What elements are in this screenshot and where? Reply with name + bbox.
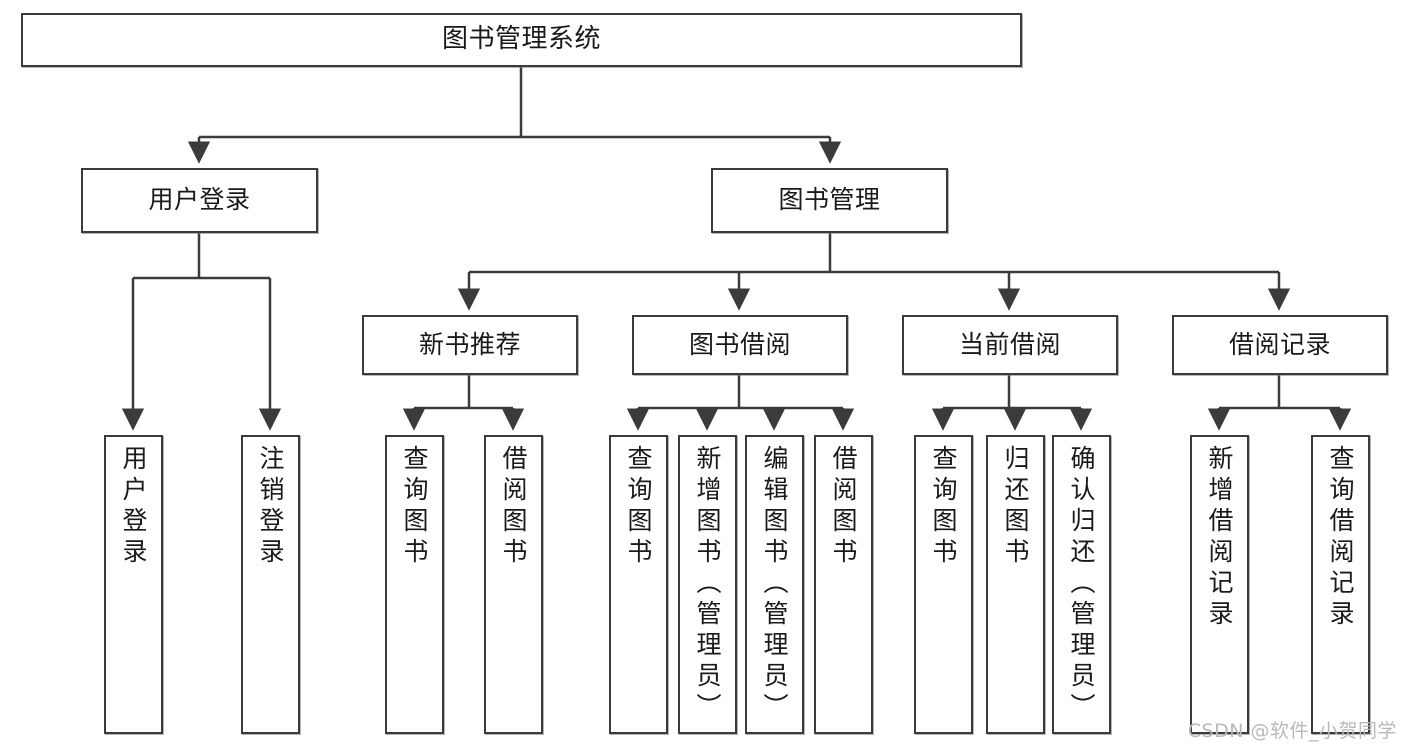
node-leaf-confirm-return-label: 确认归还（管理员） — [1067, 445, 1096, 724]
node-leaf-query-record[interactable]: 查询借阅记录 — [1311, 435, 1370, 734]
node-book-manage-label: 图书管理 — [778, 185, 881, 215]
node-leaf-query-book-2-label: 查询图书 — [624, 445, 653, 569]
node-current-borrow[interactable]: 当前借阅 — [902, 315, 1118, 375]
node-leaf-logout-label: 注销登录 — [256, 445, 285, 569]
node-new-book-rec[interactable]: 新书推荐 — [362, 315, 578, 375]
node-leaf-query-book-1-label: 查询图书 — [400, 445, 429, 569]
csdn-watermark: CSDN @软件_小贺同学 — [1187, 720, 1397, 742]
node-leaf-return-book[interactable]: 归还图书 — [986, 435, 1045, 734]
node-borrow-record-label: 借阅记录 — [1228, 329, 1331, 359]
node-leaf-query-record-label: 查询借阅记录 — [1326, 445, 1355, 631]
node-leaf-add-book[interactable]: 新增图书（管理员） — [678, 435, 737, 734]
node-leaf-borrow-book-2-label: 借阅图书 — [829, 445, 858, 569]
node-user-login-label: 用户登录 — [148, 185, 251, 215]
node-book-manage[interactable]: 图书管理 — [711, 168, 948, 233]
node-leaf-edit-book-label: 编辑图书（管理员） — [760, 445, 789, 724]
node-borrow-record[interactable]: 借阅记录 — [1172, 315, 1388, 375]
node-leaf-query-book-1[interactable]: 查询图书 — [385, 435, 444, 734]
node-leaf-user-login[interactable]: 用户登录 — [104, 435, 163, 734]
node-leaf-user-login-label: 用户登录 — [119, 445, 148, 569]
node-leaf-query-book-3-label: 查询图书 — [929, 445, 958, 569]
node-leaf-borrow-book-2[interactable]: 借阅图书 — [814, 435, 873, 734]
node-leaf-add-record-label: 新增借阅记录 — [1205, 445, 1234, 631]
node-leaf-edit-book[interactable]: 编辑图书（管理员） — [745, 435, 804, 734]
node-new-book-rec-label: 新书推荐 — [418, 329, 521, 359]
node-leaf-query-book-3[interactable]: 查询图书 — [914, 435, 973, 734]
node-root[interactable]: 图书管理系统 — [21, 13, 1022, 67]
node-leaf-add-record[interactable]: 新增借阅记录 — [1190, 435, 1249, 734]
node-book-borrow-label: 图书借阅 — [688, 329, 791, 359]
node-leaf-borrow-book-1-label: 借阅图书 — [499, 445, 528, 569]
node-root-label: 图书管理系统 — [441, 24, 601, 55]
node-leaf-query-book-2[interactable]: 查询图书 — [609, 435, 668, 734]
node-leaf-logout[interactable]: 注销登录 — [241, 435, 300, 734]
node-current-borrow-label: 当前借阅 — [958, 329, 1061, 359]
node-leaf-confirm-return[interactable]: 确认归还（管理员） — [1052, 435, 1111, 734]
node-user-login[interactable]: 用户登录 — [81, 168, 318, 233]
node-leaf-add-book-label: 新增图书（管理员） — [693, 445, 722, 724]
node-leaf-borrow-book-1[interactable]: 借阅图书 — [484, 435, 543, 734]
node-leaf-return-book-label: 归还图书 — [1001, 445, 1030, 569]
node-book-borrow[interactable]: 图书借阅 — [632, 315, 848, 375]
